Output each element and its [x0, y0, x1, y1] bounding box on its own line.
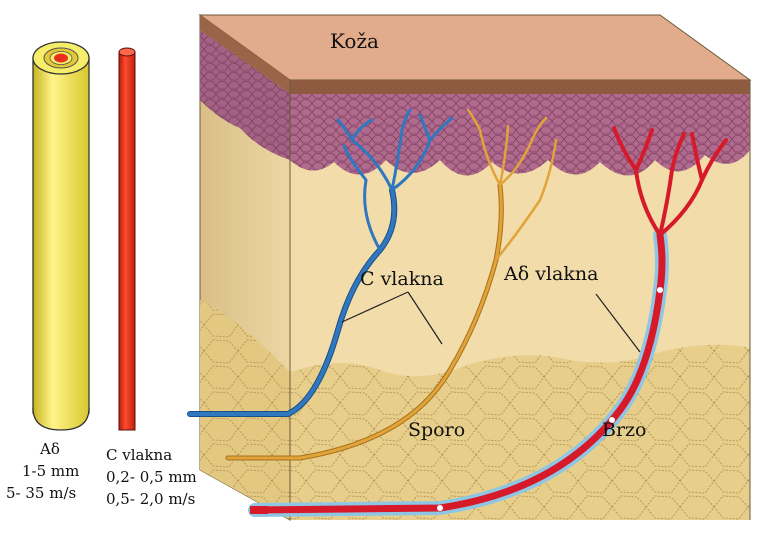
legend-adelta-text: Aδ 1-5 mm 5- 35 m/s [6, 440, 79, 502]
legend-adelta-speed: 5- 35 m/s [6, 484, 76, 502]
label-adelta-fibers: Aδ vlakna [503, 263, 598, 285]
legend-c-name: C vlakna [106, 446, 172, 464]
label-slow: Sporo [408, 419, 465, 441]
label-fast: Brzo [602, 419, 647, 441]
adelta-fiber-illustration [33, 42, 89, 430]
adelta-stub [250, 506, 268, 514]
legend-c-diameter: 0,2- 0,5 mm [106, 468, 197, 486]
label-c-fibers: C vlakna [360, 268, 444, 290]
legend-adelta-name: Aδ [39, 440, 60, 458]
c-fiber-illustration [119, 48, 135, 430]
legend-adelta-diameter: 1-5 mm [22, 462, 79, 480]
label-skin: Koža [330, 29, 379, 53]
legend-c-speed: 0,5- 2,0 m/s [106, 490, 195, 508]
legend-c-text: C vlakna 0,2- 0,5 mm 0,5- 2,0 m/s [106, 446, 197, 508]
